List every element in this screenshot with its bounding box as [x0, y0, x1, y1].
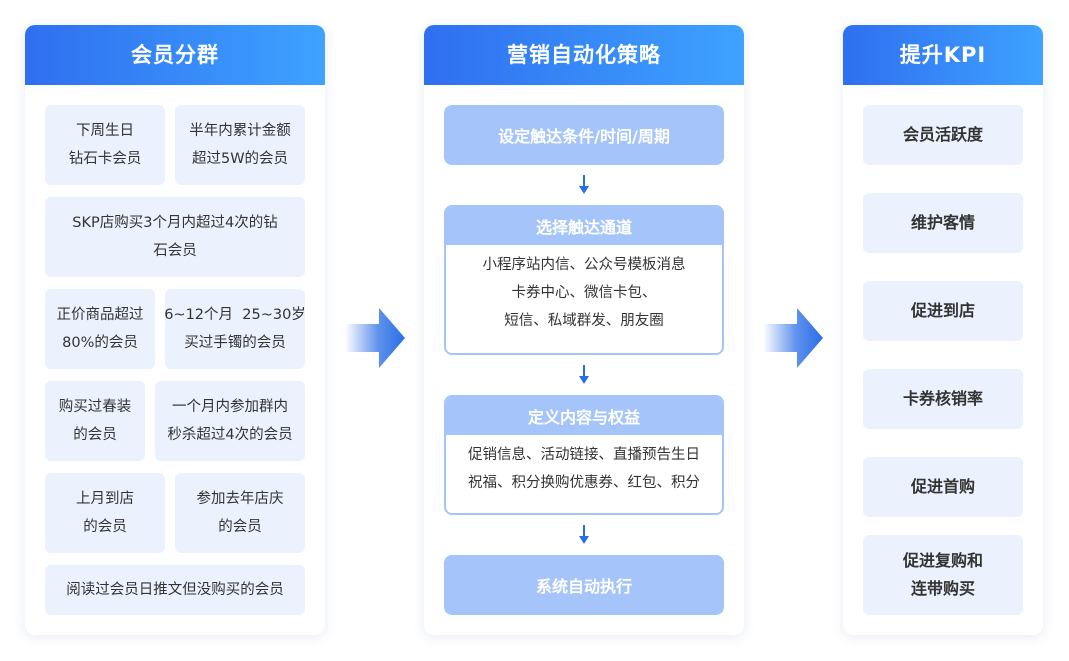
segment-tag: 6~12个月 25~30岁买过手镯的会员 — [164, 289, 306, 369]
strategy-title: 营销自动化策略 — [424, 25, 744, 85]
segment-tag: 下周生日钻石卡会员 — [45, 105, 165, 185]
segments-title: 会员分群 — [25, 25, 325, 85]
kpi-item: 会员活跃度 — [863, 105, 1023, 165]
step-define-content-title: 定义内容与权益 — [446, 397, 722, 435]
flow-arrow-right-icon — [345, 308, 405, 368]
step-choose-channel: 选择触达通道 小程序站内信、公众号模板消息 卡券中心、微信卡包、 短信、私域群发… — [444, 205, 724, 355]
step-choose-channel-body: 小程序站内信、公众号模板消息 卡券中心、微信卡包、 短信、私域群发、朋友圈 — [482, 257, 686, 329]
segment-tag: 半年内累计金额超过5W的会员 — [175, 105, 305, 185]
segment-tag: 阅读过会员日推文但没购买的会员 — [45, 565, 305, 615]
step-choose-channel-title: 选择触达通道 — [446, 207, 722, 245]
kpi-item: 促进复购和连带购买 — [863, 535, 1023, 615]
segment-tag: 上月到店的会员 — [45, 473, 165, 553]
step-define-content-body: 促销信息、活动链接、直播预告生日 祝福、积分换购优惠券、红包、积分 — [468, 447, 700, 491]
kpi-item: 促进到店 — [863, 281, 1023, 341]
segments-panel: 会员分群 下周生日钻石卡会员 半年内累计金额超过5W的会员 SKP店购买3个月内… — [25, 25, 325, 635]
arrow-down-icon — [579, 365, 589, 384]
kpi-panel: 提升KPI 会员活跃度 维护客情 促进到店 卡券核销率 促进首购 促进复购和连带… — [843, 25, 1043, 635]
segment-tag: SKP店购买3个月内超过4次的钻石会员 — [45, 197, 305, 277]
flow-arrow-right-icon — [763, 308, 823, 368]
step-define-content: 定义内容与权益 促销信息、活动链接、直播预告生日 祝福、积分换购优惠券、红包、积… — [444, 395, 724, 515]
kpi-item: 卡券核销率 — [863, 369, 1023, 429]
strategy-panel: 营销自动化策略 设定触达条件/时间/周期 选择触达通道 小程序站内信、公众号模板… — [424, 25, 744, 635]
kpi-item: 维护客情 — [863, 193, 1023, 253]
arrow-down-icon — [579, 175, 589, 194]
kpi-item: 促进首购 — [863, 457, 1023, 517]
segment-tag: 一个月内参加群内秒杀超过4次的会员 — [155, 381, 305, 461]
segment-tag: 购买过春装的会员 — [45, 381, 145, 461]
arrow-down-icon — [579, 525, 589, 544]
step-set-conditions: 设定触达条件/时间/周期 — [444, 105, 724, 165]
step-auto-execute: 系统自动执行 — [444, 555, 724, 615]
segment-tag: 参加去年店庆的会员 — [175, 473, 305, 553]
kpi-title: 提升KPI — [843, 25, 1043, 85]
